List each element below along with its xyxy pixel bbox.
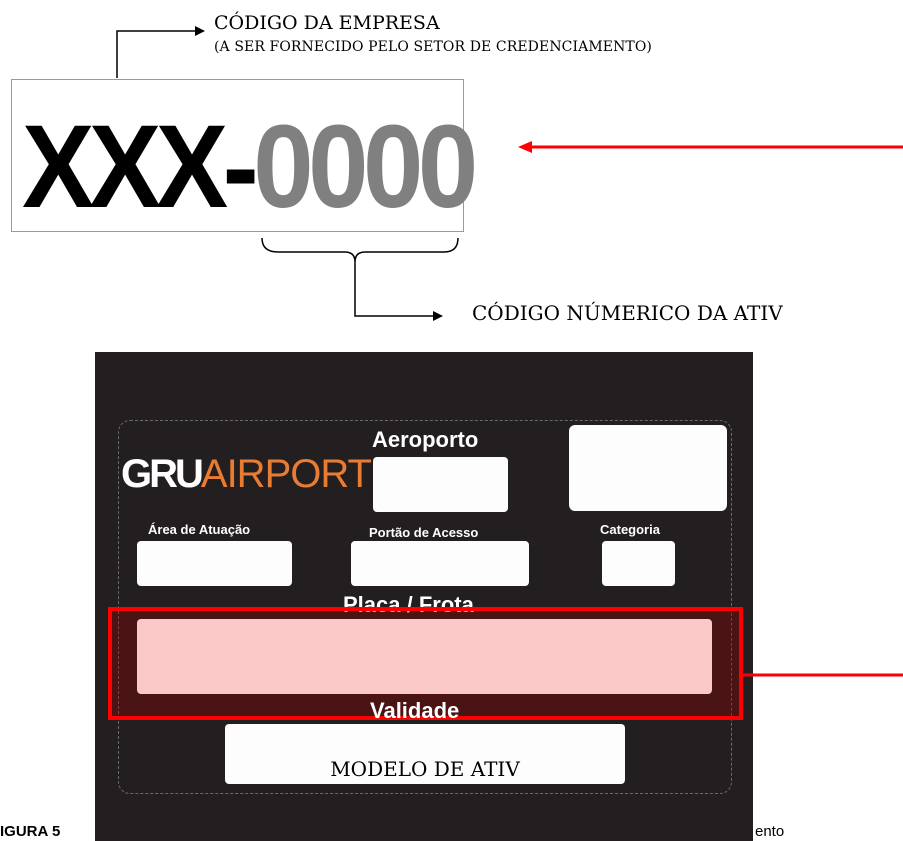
empresa-code-sublabel: (A SER FORNECIDO PELO SETOR DE CREDENCIA… xyxy=(214,39,652,55)
code-prefix: XXX- xyxy=(22,101,259,233)
modelo-box xyxy=(225,724,625,784)
modelo-label: MODELO DE ATIV xyxy=(330,757,520,781)
area-label: Área de Atuação xyxy=(148,522,251,537)
validade-label: Validade xyxy=(370,698,460,723)
categoria-label: Categoria xyxy=(600,522,660,537)
numeric-code-label: CÓDIGO NÚMERICO DA ATIV xyxy=(472,301,783,325)
code-number: 0000 xyxy=(253,101,478,233)
gru-airport-logo: GRUAIRPORT xyxy=(121,452,372,496)
photo-box xyxy=(569,425,727,511)
logo-airport: AIRPORT xyxy=(200,452,372,496)
logo-gru: GRU xyxy=(121,452,204,496)
portao-label: Portão de Acesso xyxy=(369,525,479,540)
placa-pointer-line xyxy=(743,673,903,677)
figure-caption-left: IGURA 5 xyxy=(0,823,61,840)
aeroporto-field xyxy=(373,457,508,512)
area-field xyxy=(137,541,292,586)
portao-field xyxy=(351,541,529,586)
empresa-code-label: CÓDIGO DA EMPRESA xyxy=(214,12,440,34)
categoria-field xyxy=(602,541,675,586)
placa-field xyxy=(137,619,712,694)
aeroporto-label: Aeroporto xyxy=(372,427,479,452)
code-box xyxy=(11,79,464,232)
code-example: XXX-0000 xyxy=(22,108,478,226)
figure-caption-right: ento xyxy=(755,823,785,840)
placa-label: Placa / Frota xyxy=(343,592,474,617)
